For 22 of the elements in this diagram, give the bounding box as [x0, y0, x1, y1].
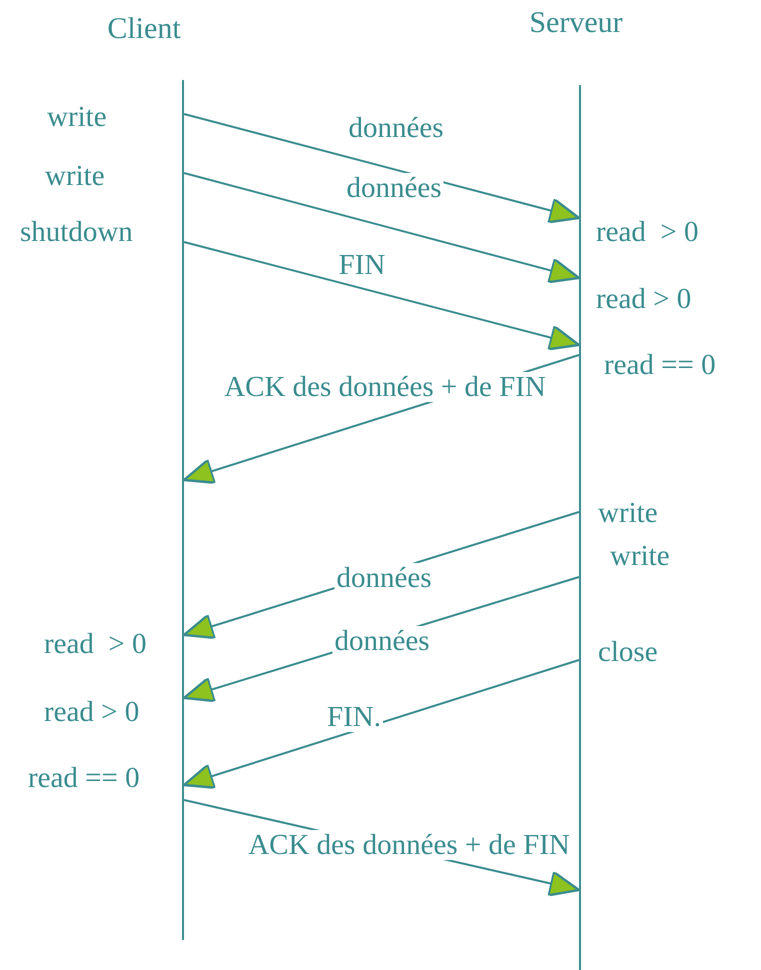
event-label: read > 0: [44, 628, 147, 661]
event-label: read == 0: [604, 349, 716, 382]
lifeline-header: Client: [107, 12, 181, 46]
edge-label: ACK des données + de FIN: [246, 830, 572, 860]
event-label: shutdown: [20, 216, 133, 249]
message-arrow: [184, 241, 580, 351]
event-label: read > 0: [596, 283, 692, 316]
event-label: read > 0: [44, 696, 140, 729]
message-arrow: [184, 172, 580, 284]
event-label: write: [45, 160, 105, 193]
event-label: write: [47, 101, 107, 134]
event-label: write: [610, 540, 670, 573]
event-label: read > 0: [596, 216, 699, 249]
lifeline-header: Serveur: [529, 6, 623, 40]
event-label: read == 0: [28, 762, 140, 795]
lifeline: [579, 85, 581, 970]
message-arrow: [184, 113, 580, 224]
edge-label: ACK des données + de FIN: [222, 372, 548, 402]
lifeline: [182, 80, 184, 940]
event-label: close: [598, 636, 658, 669]
message-arrow: [182, 659, 580, 789]
event-label: write: [598, 497, 658, 530]
